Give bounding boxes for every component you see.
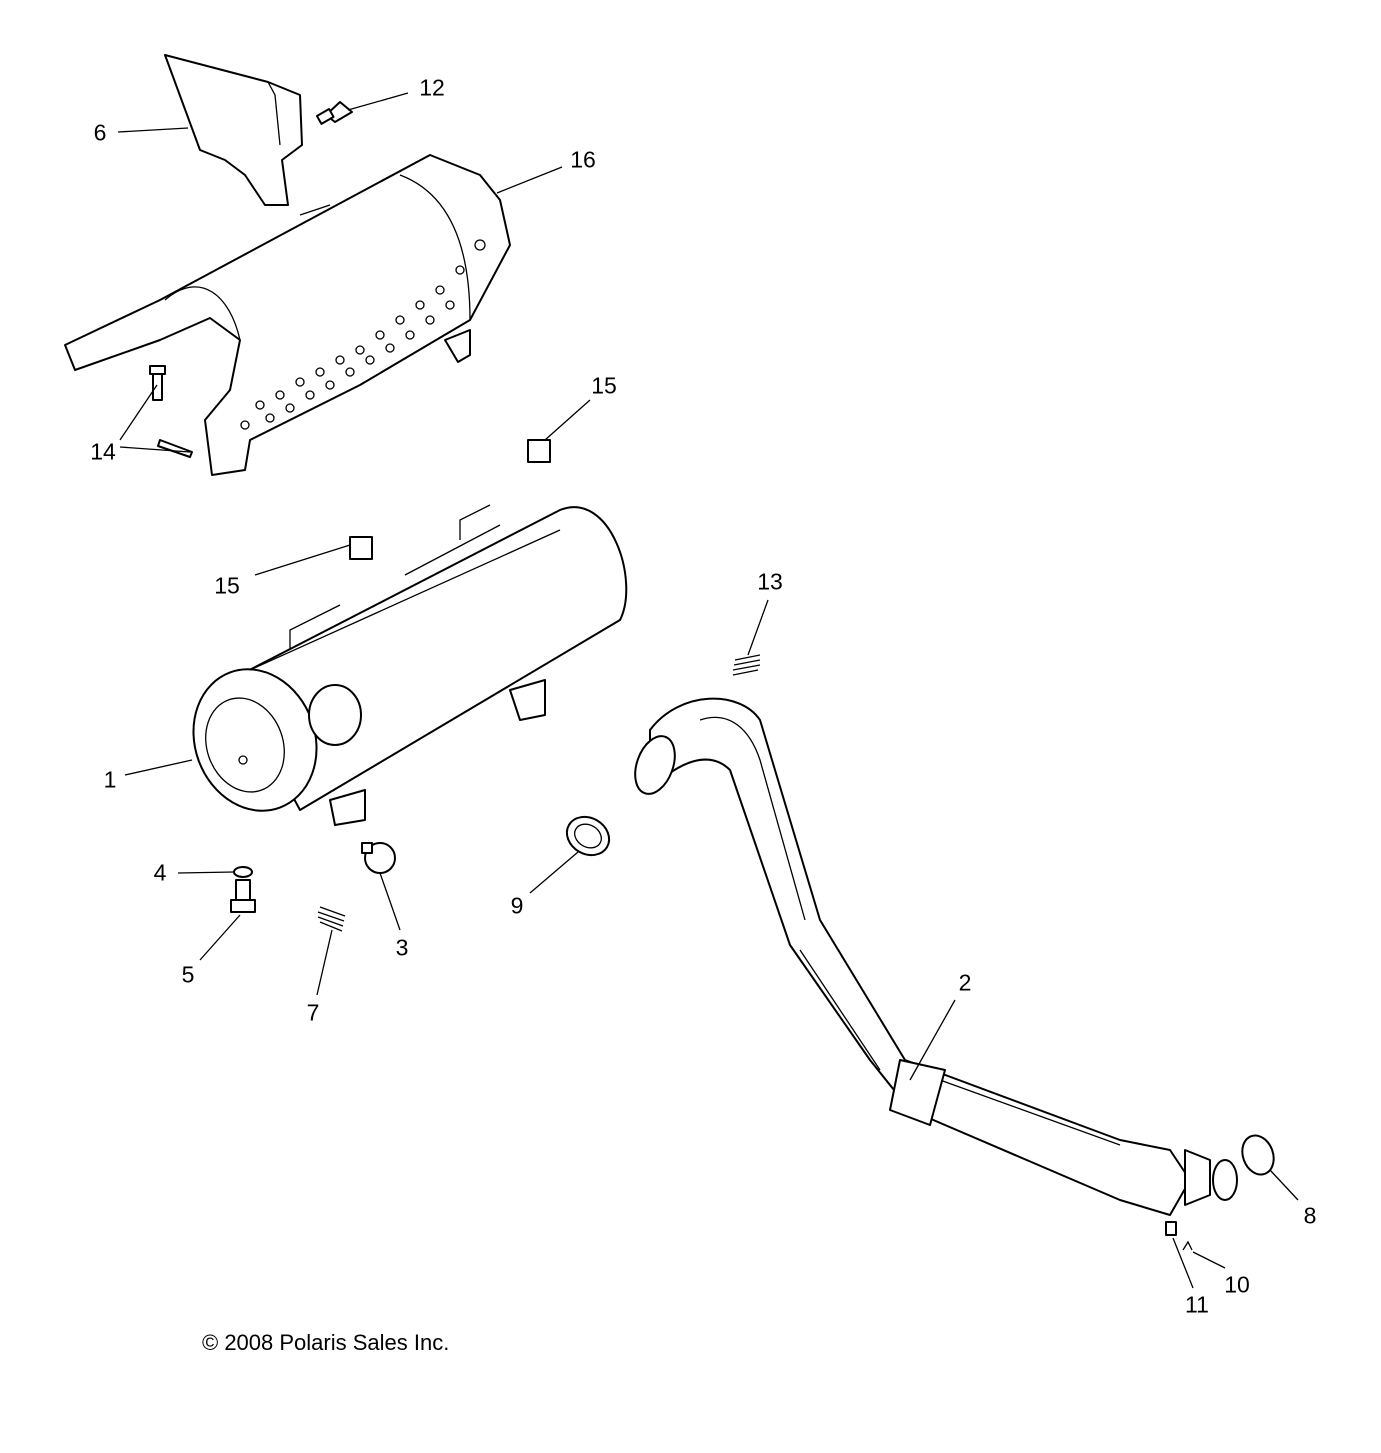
callout-6[interactable]: 6 (93, 119, 107, 146)
part-14-bolts (149, 365, 193, 458)
callout-4[interactable]: 4 (153, 859, 167, 886)
callout-14[interactable]: 14 (90, 438, 116, 465)
callout-3[interactable]: 3 (395, 934, 409, 961)
part-6-deflector (164, 54, 303, 206)
callout-7[interactable]: 7 (306, 999, 320, 1026)
part-12-push-pin (315, 101, 353, 125)
part-13-spring (732, 654, 761, 676)
callout-2[interactable]: 2 (958, 969, 972, 996)
callout-1[interactable]: 1 (103, 766, 117, 793)
part-16-heat-shield (64, 154, 511, 476)
copyright-notice: © 2008 Polaris Sales Inc. (202, 1330, 450, 1355)
callout-13[interactable]: 13 (757, 568, 783, 595)
part-3-grommet (361, 842, 396, 874)
part-11-nut (1165, 1221, 1177, 1236)
callout-15-lower[interactable]: 15 (214, 572, 240, 599)
part-1-muffler (192, 504, 628, 826)
part-2-head-pipe (634, 697, 1238, 1216)
part-5-plug (230, 879, 256, 913)
part-9-gasket (565, 815, 611, 857)
callout-16[interactable]: 16 (570, 146, 596, 173)
callout-9[interactable]: 9 (510, 892, 524, 919)
part-10-clip (1182, 1240, 1193, 1251)
callout-12[interactable]: 12 (419, 74, 445, 101)
callout-8[interactable]: 8 (1303, 1202, 1317, 1229)
part-15-clip-upper (527, 439, 551, 463)
callout-11[interactable]: 11 (1185, 1291, 1209, 1318)
part-4-washer (233, 866, 253, 878)
leader-lines (117, 92, 1299, 1289)
part-8-gasket (1241, 1134, 1275, 1176)
callout-5[interactable]: 5 (181, 961, 195, 988)
part-15-clip-lower (349, 536, 373, 560)
callout-15-upper[interactable]: 15 (591, 372, 617, 399)
callout-10[interactable]: 10 (1224, 1271, 1250, 1298)
shield-holes (240, 239, 486, 430)
part-7-spring (317, 906, 346, 932)
